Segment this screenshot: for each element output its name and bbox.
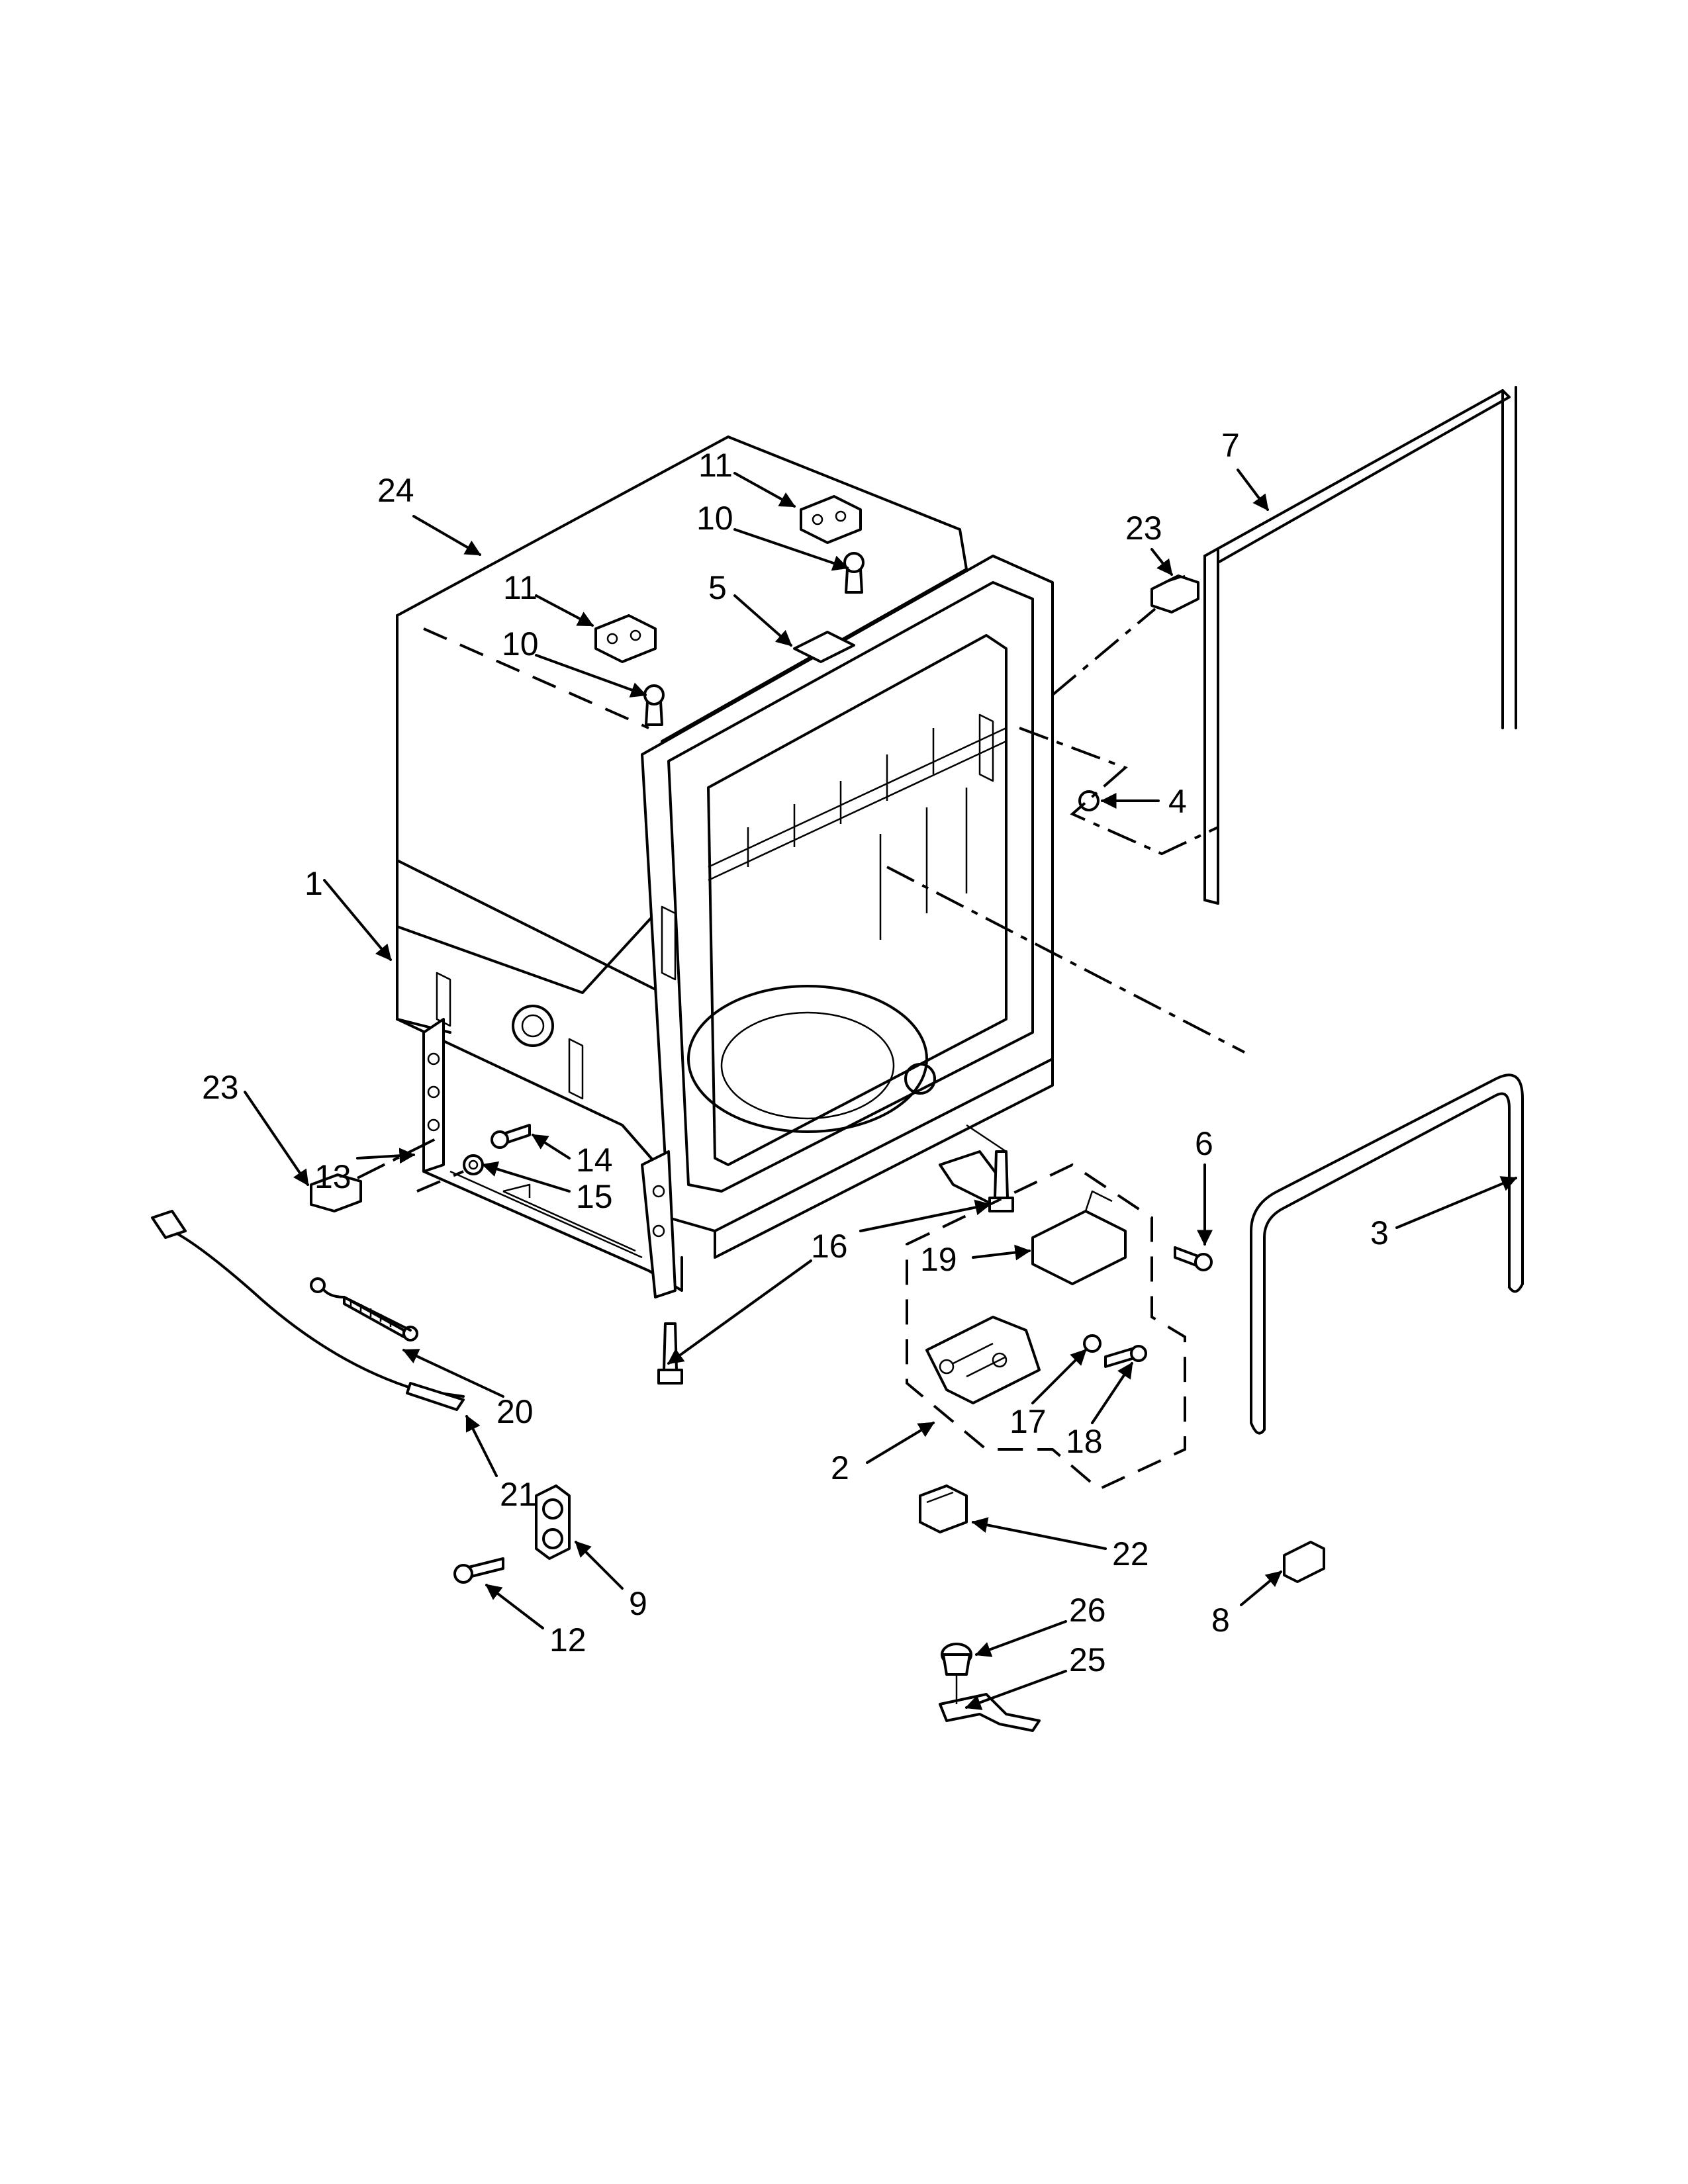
strike-clip: [793, 631, 855, 663]
leader-23-lower: [357, 1137, 438, 1179]
bolt: [453, 1557, 504, 1584]
label-23-lower: 23: [202, 1069, 239, 1106]
label-25: 25: [1069, 1641, 1106, 1678]
label-6: 6: [1195, 1125, 1213, 1162]
tub-assembly: [396, 435, 1054, 1259]
screw-6: [1174, 1246, 1213, 1271]
label-21: 21: [500, 1476, 537, 1513]
label-10-front: 10: [502, 625, 539, 662]
leveling-leg-left: [657, 1322, 683, 1385]
leader-23-upper: [1051, 608, 1156, 696]
label-14: 14: [576, 1142, 613, 1179]
base-bracket: [422, 1018, 683, 1298]
label-24: 24: [377, 472, 414, 509]
hinge-top-front: [594, 614, 665, 726]
gasket-lower: [1250, 1073, 1524, 1435]
label-18: 20: [496, 1393, 534, 1430]
label-3: 3: [1370, 1214, 1389, 1251]
label-9: 9: [629, 1585, 647, 1622]
door-cable: [151, 1210, 465, 1411]
label-23-upper: 23: [1125, 510, 1162, 547]
clip-22: [919, 1484, 968, 1533]
bumper-upper: [1150, 574, 1199, 614]
gasket-top-sides: [1203, 386, 1517, 905]
label-26: 26: [1069, 1592, 1106, 1629]
label-20: 19: [920, 1241, 957, 1278]
label-16: 16: [811, 1228, 848, 1265]
label-11-front: 11: [503, 569, 538, 606]
label-13: 13: [314, 1158, 352, 1195]
label-15: 15: [576, 1178, 613, 1215]
label-12: 12: [549, 1621, 586, 1659]
bumper-lower: [310, 1173, 362, 1212]
hinge-bracket-assembly: [906, 1163, 1186, 1491]
label-1: 1: [305, 865, 323, 902]
label-10-top: 10: [696, 500, 733, 537]
leader-3: [886, 866, 1245, 1054]
label-7: 7: [1221, 427, 1240, 464]
latch-8: [1283, 1541, 1325, 1583]
label-4: 4: [1168, 783, 1187, 820]
label-19: 18: [1066, 1423, 1103, 1460]
sensor-and-bracket: [939, 1643, 1041, 1732]
door-spring: [310, 1277, 418, 1342]
pulley: [535, 1484, 571, 1560]
part-labels: 24 11 10 11 10 5 7 23 4 1 23 13 14 15 16…: [202, 427, 1389, 1678]
leader-24: [423, 627, 649, 729]
label-22: 22: [1112, 1535, 1149, 1572]
leader-13: [416, 1170, 464, 1193]
label-8: 8: [1211, 1602, 1230, 1639]
label-17: 17: [1009, 1403, 1047, 1440]
label-5: 5: [708, 569, 727, 606]
callout-arrows: [244, 469, 1518, 1710]
leader-4: [1019, 727, 1219, 856]
label-2: 2: [831, 1449, 849, 1486]
screw-washer: [463, 1124, 531, 1175]
label-11-top: 11: [698, 447, 733, 484]
